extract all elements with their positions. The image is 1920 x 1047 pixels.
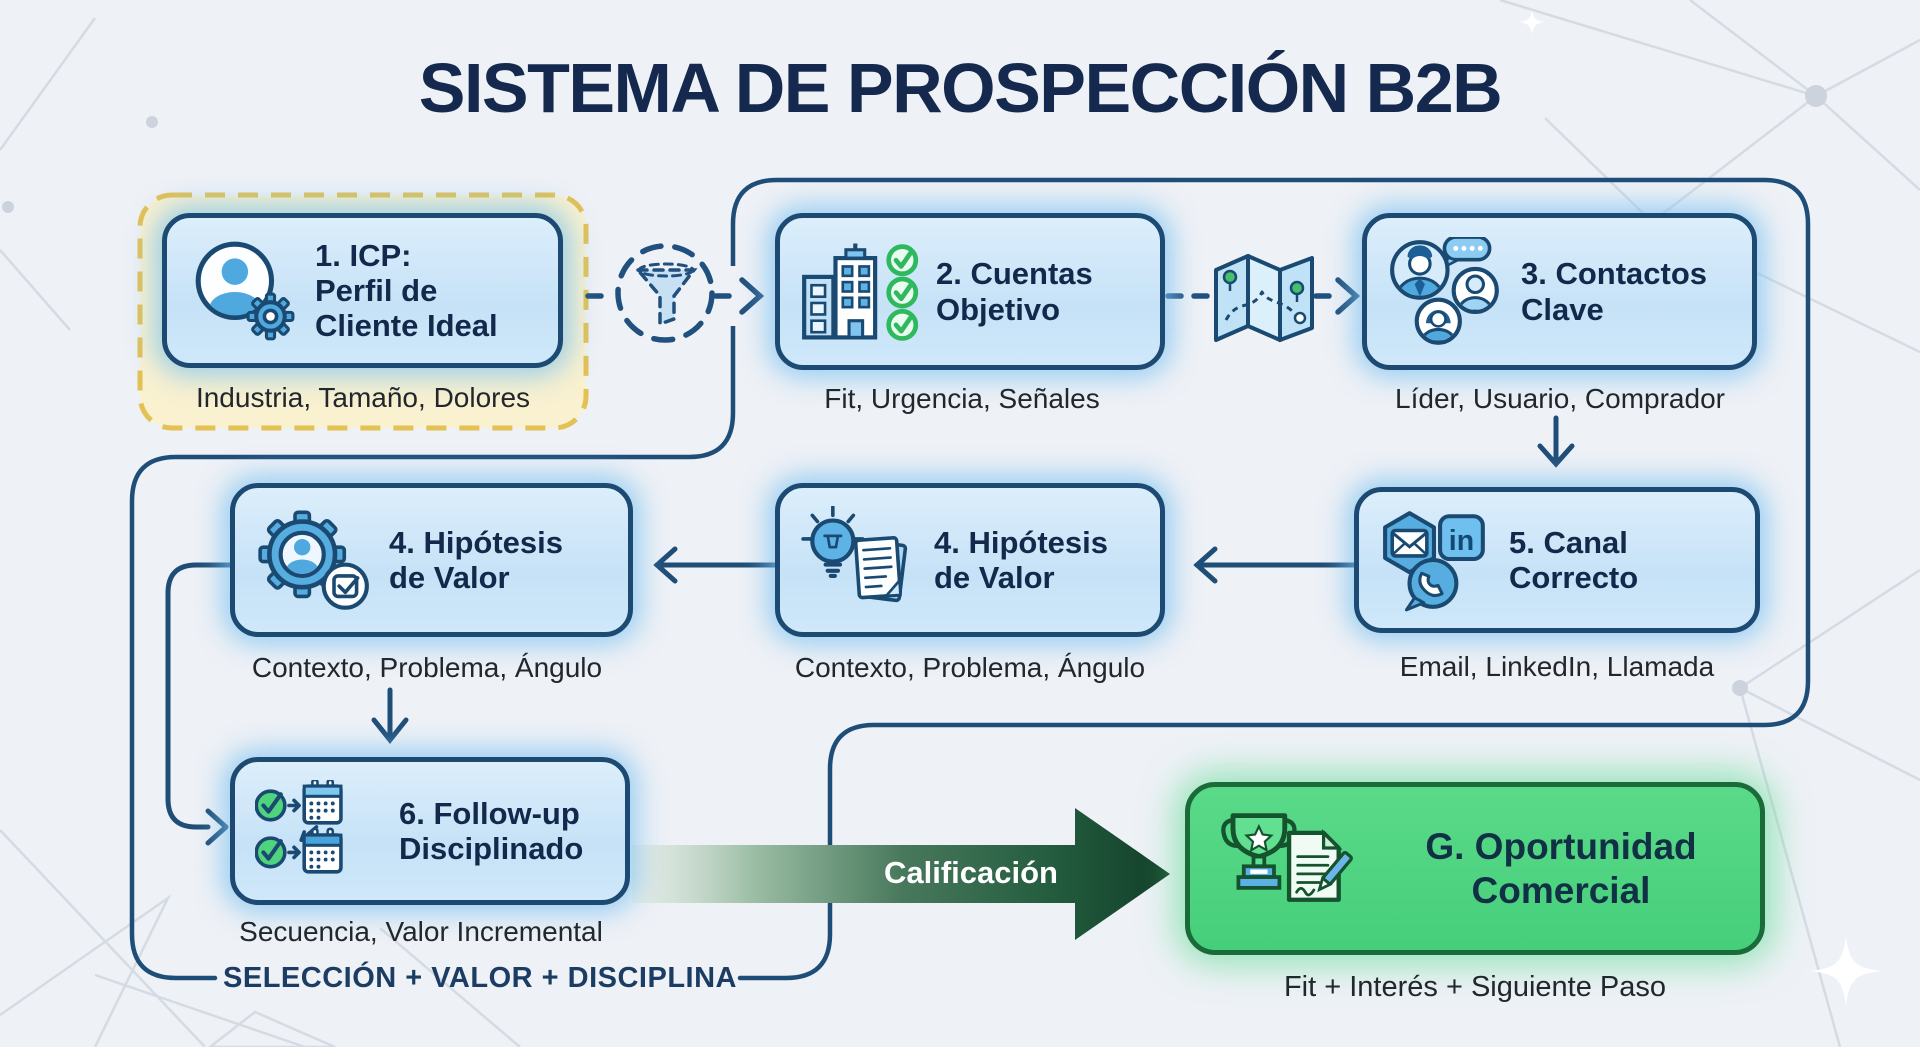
node-hipotesis-left: 4. Hipótesis de Valor bbox=[230, 483, 633, 637]
caption-contactos: Líder, Usuario, Comprador bbox=[1395, 383, 1725, 414]
node-canal: in 5. Canal Correcto bbox=[1354, 487, 1760, 633]
node-oportunidad-title: G. Oportunidad Comercial bbox=[1425, 825, 1697, 911]
down-arrow-contactos bbox=[1537, 415, 1575, 468]
node-cuentas-title: 2. Cuentas Objetivo bbox=[936, 256, 1093, 327]
node-contactos: 3. Contactos Clave bbox=[1362, 213, 1757, 370]
node-hipotesis-mid: 4. Hipótesis de Valor bbox=[775, 483, 1165, 637]
left-arrow-hipotesis bbox=[653, 546, 778, 584]
node-icp-title: 1. ICP: Perfil de Cliente Ideal bbox=[315, 237, 498, 344]
calificacion-label: Calificación bbox=[884, 855, 1058, 890]
node-contactos-title: 3. Contactos Clave bbox=[1521, 256, 1708, 327]
node-followup-title: 6. Follow-up Disciplinado bbox=[399, 795, 584, 866]
caption-icp: Industria, Tamaño, Dolores bbox=[195, 382, 531, 413]
icp-frame-spacer bbox=[138, 193, 588, 430]
buildings-checklist-icon bbox=[802, 243, 919, 341]
caption-followup: Secuencia, Valor Incremental bbox=[239, 916, 603, 947]
calificacion-arrow bbox=[632, 808, 1170, 940]
node-oportunidad: G. Oportunidad Comercial bbox=[1185, 782, 1765, 955]
node-followup: 6. Follow-up Disciplinado bbox=[230, 757, 630, 905]
caption-canal: Email, LinkedIn, Llamada bbox=[1399, 651, 1715, 682]
check-calendar-sequence-icon bbox=[255, 780, 343, 874]
system-wrap-line bbox=[129, 177, 1811, 981]
node-hipotesis-left-title: 4. Hipótesis de Valor bbox=[389, 524, 563, 595]
dashed-connector-1 bbox=[585, 277, 765, 315]
left-arrow-canal bbox=[1193, 546, 1357, 584]
trophy-contract-icon bbox=[1221, 812, 1353, 902]
funnel-icon bbox=[615, 243, 715, 343]
formula-label: SELECCIÓN + VALOR + DISCIPLINA bbox=[223, 962, 737, 994]
elbow-arrow bbox=[165, 562, 236, 846]
caption-hipotesis-left: Contexto, Problema, Ángulo bbox=[251, 652, 603, 683]
sparkle-icon bbox=[1519, 9, 1882, 1007]
dashed-connector-2 bbox=[1165, 277, 1361, 315]
node-canal-title: 5. Canal Correcto bbox=[1509, 524, 1639, 595]
user-gear-icon bbox=[195, 241, 295, 340]
caption-cuentas: Fit, Urgencia, Señales bbox=[824, 383, 1100, 414]
caption-hipotesis-mid: Contexto, Problema, Ángulo bbox=[794, 652, 1146, 683]
node-hipotesis-mid-title: 4. Hipótesis de Valor bbox=[934, 524, 1108, 595]
svg-text:in: in bbox=[1449, 525, 1474, 557]
people-group-icon bbox=[1390, 236, 1499, 345]
node-icp: 1. ICP: Perfil de Cliente Ideal bbox=[162, 213, 563, 368]
lightbulb-notes-icon bbox=[801, 506, 908, 603]
page-title: SISTEMA DE PROSPECCIÓN B2B bbox=[418, 49, 1503, 127]
gear-user-check-icon bbox=[258, 510, 369, 610]
down-arrow-hipotesis bbox=[371, 687, 409, 745]
caption-oportunidad: Fit + Interés + Siguiente Paso bbox=[1283, 971, 1667, 1003]
route-map-icon bbox=[1214, 254, 1314, 342]
email-linkedin-phone-icon: in bbox=[1383, 511, 1485, 612]
node-cuentas: 2. Cuentas Objetivo bbox=[775, 213, 1165, 370]
